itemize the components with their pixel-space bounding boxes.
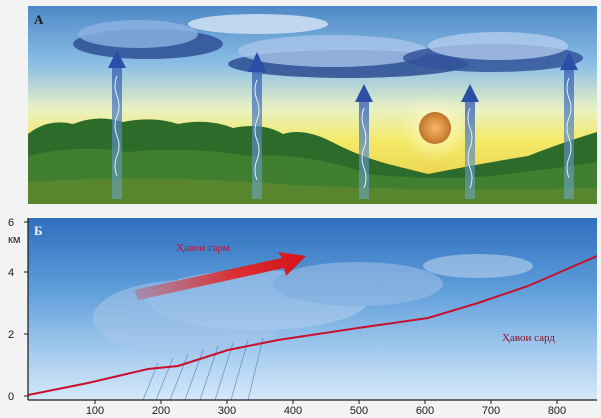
updraft-arrow-icon [248, 52, 266, 199]
updraft-arrow-icon [355, 84, 373, 199]
sun-icon [401, 94, 469, 162]
x-tick-label: 600 [416, 405, 434, 417]
y-tick-label: 6 [8, 217, 14, 229]
y-tick-label: 4 [8, 267, 14, 279]
panel-a-illustration [28, 14, 597, 204]
cold-air-label: Ҳавои сард [502, 332, 555, 344]
panel-b-illustration: Ҳавои гарм Ҳавои сард [28, 242, 597, 400]
x-tick-label: 300 [218, 405, 236, 417]
x-tick-label: 400 [284, 405, 302, 417]
updraft-arrows [108, 50, 578, 199]
warm-air-arrow-icon [134, 252, 306, 300]
panel-b-front-cross-section: Ҳавои гарм Ҳавои сард Б [28, 218, 597, 400]
warm-air-label: Ҳавои гарм [176, 242, 230, 254]
panel-a-label: А [34, 12, 44, 27]
front-boundary-line [28, 255, 597, 396]
cloud-icon [73, 14, 583, 78]
panel-a-convection-scene: А [28, 6, 597, 204]
updraft-arrow-icon [560, 52, 578, 199]
x-tick-label: 100 [86, 405, 104, 417]
y-tick-label: 0 [8, 391, 14, 403]
y-tick-label: 2 [8, 329, 14, 341]
panel-b-label: Б [34, 223, 43, 238]
x-tick-label: 700 [482, 405, 500, 417]
updraft-arrow-icon [108, 50, 126, 199]
x-tick-label: 500 [350, 405, 368, 417]
forest-ground [28, 118, 597, 204]
cloud-mass [93, 254, 533, 356]
updraft-arrow-icon [461, 84, 479, 199]
y-axis-unit: км [8, 234, 20, 246]
x-tick-label: 800 [548, 405, 566, 417]
x-tick-label: 200 [152, 405, 170, 417]
x-axis-ticks [94, 400, 558, 404]
